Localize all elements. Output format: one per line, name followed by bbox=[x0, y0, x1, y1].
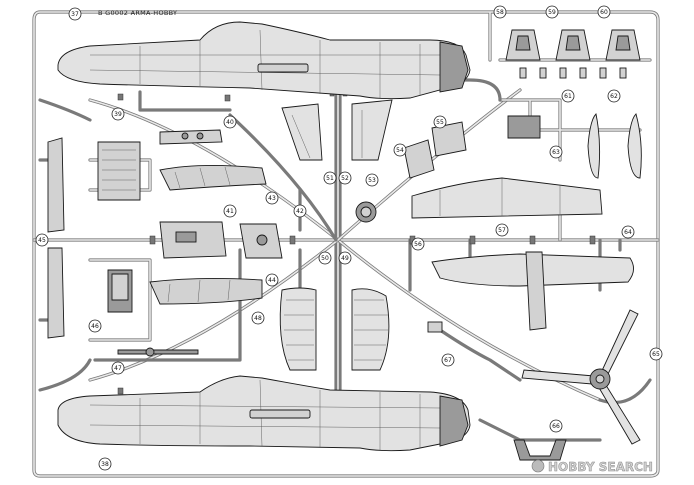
part-number-48: 48 bbox=[254, 315, 262, 322]
part-number-circle bbox=[649, 347, 663, 361]
part-number-57: 57 bbox=[498, 227, 506, 234]
part-number-41: 41 bbox=[226, 208, 234, 215]
part-number-62: 62 bbox=[610, 93, 618, 100]
part-number-circle bbox=[549, 419, 563, 433]
part-number-55: 55 bbox=[436, 119, 444, 126]
fuselage-half-upper bbox=[57, 21, 471, 100]
part-number-42: 42 bbox=[296, 208, 304, 215]
part-number-51: 51 bbox=[326, 175, 334, 182]
part-number-58: 58 bbox=[496, 9, 504, 16]
part-number-circle bbox=[318, 251, 332, 265]
cockpit-sidewall-lower bbox=[149, 277, 263, 305]
part-number-circle bbox=[68, 7, 82, 21]
propeller bbox=[521, 309, 641, 445]
part-number-circle bbox=[265, 191, 279, 205]
watermark-text: HOBBY SEARCH bbox=[548, 460, 653, 474]
part-number-circle bbox=[251, 311, 265, 325]
side-rail-left bbox=[47, 137, 65, 339]
part-number-circle bbox=[223, 115, 237, 129]
part-number-63: 63 bbox=[552, 149, 560, 156]
part-number-circle bbox=[493, 5, 507, 19]
part-number-66: 66 bbox=[552, 423, 560, 430]
cockpit-sidewall-upper bbox=[159, 164, 267, 191]
part-number-56: 56 bbox=[414, 241, 422, 248]
part-number-circle bbox=[495, 223, 509, 237]
seat-part bbox=[107, 269, 133, 313]
part-number-circle bbox=[441, 353, 455, 367]
part-number-circle bbox=[323, 171, 337, 185]
part-number-45: 45 bbox=[38, 237, 46, 244]
tail-plane-upper bbox=[281, 99, 393, 161]
landing-gear-strut bbox=[513, 439, 567, 461]
part-number-circle bbox=[338, 171, 352, 185]
part-number-circle bbox=[35, 233, 49, 247]
part-number-64: 64 bbox=[624, 229, 632, 236]
part-number-circle bbox=[621, 225, 635, 239]
instrument-panel bbox=[159, 129, 223, 145]
lower-wing bbox=[431, 251, 634, 331]
watermark: HOBBY SEARCH bbox=[531, 459, 653, 474]
part-number-46: 46 bbox=[91, 323, 99, 330]
part-number-circle bbox=[411, 237, 425, 251]
part-number-65: 65 bbox=[652, 351, 660, 358]
part-number-50: 50 bbox=[321, 255, 329, 262]
part-number-circle bbox=[293, 204, 307, 218]
cockpit-floor bbox=[97, 141, 141, 201]
part-number-circle bbox=[549, 145, 563, 159]
rudder-lower-left bbox=[279, 287, 317, 371]
part-number-61: 61 bbox=[564, 93, 572, 100]
part-number-circle bbox=[88, 319, 102, 333]
part-number-43: 43 bbox=[268, 195, 276, 202]
control-stick-part bbox=[117, 347, 199, 357]
fuselage-half-lower bbox=[57, 375, 471, 452]
canopy-parts bbox=[403, 115, 541, 179]
part-number-44: 44 bbox=[268, 277, 276, 284]
part-number-53: 53 bbox=[368, 177, 376, 184]
part-number-circle bbox=[265, 273, 279, 287]
part-number-52: 52 bbox=[341, 175, 349, 182]
part-number-circle bbox=[393, 143, 407, 157]
rudder-lower-right bbox=[351, 288, 390, 371]
spinner-part bbox=[355, 201, 377, 223]
sprue-code-label: B G0002 ARMA-HOBBY bbox=[98, 9, 177, 17]
part-number-54: 54 bbox=[396, 147, 404, 154]
cowling-parts-58-60 bbox=[505, 29, 641, 61]
part-number-circle bbox=[433, 115, 447, 129]
part-number-circle bbox=[561, 89, 575, 103]
part-number-circle bbox=[597, 5, 611, 19]
part-number-49: 49 bbox=[341, 255, 349, 262]
part-number-39: 39 bbox=[114, 111, 122, 118]
part-number-circle bbox=[98, 457, 112, 471]
part-number-37: 37 bbox=[71, 11, 79, 18]
engine-mount-part-42 bbox=[239, 223, 283, 259]
watermark-logo-icon bbox=[531, 459, 545, 473]
part-number-38: 38 bbox=[101, 461, 109, 468]
wheel-bay-part-41 bbox=[159, 221, 227, 259]
upper-wing bbox=[411, 177, 603, 219]
part-number-circle bbox=[111, 361, 125, 375]
drop-tanks bbox=[587, 113, 642, 179]
part-number-40: 40 bbox=[226, 119, 234, 126]
part-number-circle bbox=[338, 251, 352, 265]
part-number-circle bbox=[545, 5, 559, 19]
part-number-circle bbox=[607, 89, 621, 103]
part-number-circle bbox=[223, 204, 237, 218]
part-number-circle bbox=[111, 107, 125, 121]
part-number-67: 67 bbox=[444, 357, 452, 364]
small-stub-parts bbox=[427, 67, 627, 333]
part-number-47: 47 bbox=[114, 365, 122, 372]
part-number-60: 60 bbox=[600, 9, 608, 16]
part-number-circle bbox=[365, 173, 379, 187]
part-number-59: 59 bbox=[548, 9, 556, 16]
part-number-labels: 37 38 39 40 41 42 43 44 45 46 47 48 49 50 51 52 53 54 55 56… bbox=[35, 5, 663, 471]
